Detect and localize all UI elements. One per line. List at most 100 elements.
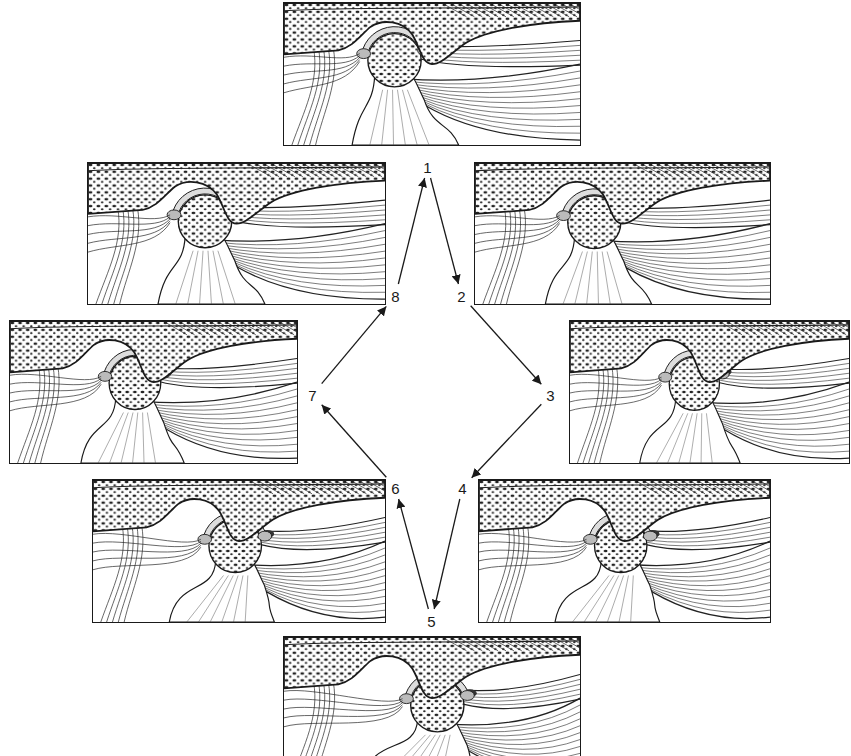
muscle-fibre bbox=[145, 382, 297, 403]
retrodiscal-line bbox=[284, 707, 402, 727]
muscle-fibre bbox=[461, 741, 580, 754]
muscle-fibre bbox=[150, 403, 297, 415]
skull-hatch bbox=[801, 321, 824, 335]
muscle-fibre bbox=[158, 378, 297, 383]
muscle-fibre bbox=[620, 221, 770, 228]
muscle-fibre bbox=[630, 541, 770, 565]
ramus-texture bbox=[382, 735, 426, 756]
skull-hatch bbox=[808, 321, 831, 335]
mandible-ramus bbox=[169, 561, 274, 622]
capsule-line bbox=[304, 682, 325, 756]
cycle-arrow bbox=[322, 306, 387, 383]
muscle-superior-head bbox=[251, 517, 385, 549]
skull-hatch bbox=[246, 163, 271, 177]
muscle-fibre bbox=[616, 255, 770, 268]
skull-hatch bbox=[642, 480, 666, 494]
panel-ground bbox=[10, 321, 297, 463]
muscle-fibre bbox=[223, 250, 385, 258]
skull-hatch bbox=[513, 637, 538, 651]
skull-hatch bbox=[278, 163, 303, 177]
skull-hatch bbox=[650, 480, 674, 494]
retrodiscal-line bbox=[10, 380, 101, 393]
skull-hatch bbox=[326, 163, 351, 177]
muscle-superior-head bbox=[636, 517, 770, 549]
muscle-fibre bbox=[644, 582, 770, 596]
retrodiscal-line bbox=[284, 691, 402, 702]
ramus-texture bbox=[602, 252, 610, 304]
retrodiscal-line bbox=[93, 547, 201, 570]
ramus-texture bbox=[407, 90, 429, 145]
capsule-line bbox=[124, 525, 143, 622]
muscle-fibre bbox=[418, 96, 580, 114]
skull-hatch bbox=[521, 637, 546, 651]
muscle-fibre bbox=[221, 244, 385, 253]
skull-hatch bbox=[681, 480, 705, 494]
skull-hatch bbox=[665, 480, 689, 494]
skull-hatch bbox=[648, 163, 673, 177]
skull-hatch bbox=[373, 163, 385, 177]
skull-hatch bbox=[687, 163, 712, 177]
retrodiscal-line bbox=[570, 379, 662, 385]
cycle-arrow bbox=[472, 404, 542, 478]
skull-hatch bbox=[505, 3, 530, 17]
muscle-fibre bbox=[618, 218, 770, 223]
skull-hatch bbox=[763, 321, 786, 335]
muscle-fibre bbox=[640, 527, 770, 538]
skull-hatch bbox=[735, 480, 759, 494]
skull-hatch bbox=[552, 3, 577, 17]
skull-hatch bbox=[696, 480, 720, 494]
muscle-fibre bbox=[231, 259, 385, 279]
cortical-line bbox=[10, 325, 297, 329]
disc-band bbox=[557, 211, 571, 221]
retrodiscal-line bbox=[479, 541, 586, 546]
disc-band bbox=[584, 534, 598, 544]
ramus-texture bbox=[393, 735, 430, 756]
cortical-line bbox=[88, 167, 385, 171]
skull-hatch bbox=[497, 637, 522, 651]
skull-hatch bbox=[334, 163, 359, 177]
skull-hatch bbox=[749, 321, 772, 335]
step-number: 8 bbox=[389, 287, 401, 304]
skull-hatch bbox=[240, 321, 264, 335]
retrodiscal-line bbox=[10, 374, 101, 379]
muscle-fibre bbox=[606, 231, 770, 246]
skull-hatch bbox=[634, 480, 658, 494]
retrodiscal-line bbox=[475, 222, 560, 244]
muscle-fibre bbox=[146, 389, 297, 406]
skull-hatch bbox=[270, 321, 294, 335]
muscle-fibre bbox=[259, 582, 385, 596]
muscle-fibre bbox=[408, 78, 580, 88]
skull-hatch bbox=[727, 480, 751, 494]
skull-hatch bbox=[270, 163, 295, 177]
muscle-fibre bbox=[704, 382, 849, 403]
muscle-fibre bbox=[465, 746, 580, 756]
retrodiscal-line bbox=[284, 699, 402, 706]
skull-hatch bbox=[473, 637, 498, 651]
skull-hatch bbox=[171, 321, 195, 335]
ramus-texture bbox=[572, 575, 609, 622]
mandible-ramus bbox=[352, 75, 459, 145]
muscle-fibre bbox=[414, 91, 580, 103]
skull-hatch bbox=[194, 321, 218, 335]
skull-hatch bbox=[249, 480, 273, 494]
muscle-fibre bbox=[231, 220, 385, 227]
skull-hatch bbox=[473, 3, 498, 17]
skull-hatch bbox=[341, 163, 366, 177]
cortical-line bbox=[570, 325, 849, 329]
panel-ground bbox=[479, 480, 770, 622]
skull-hatch bbox=[310, 163, 335, 177]
ramus-texture bbox=[429, 735, 445, 756]
ramus-texture bbox=[587, 252, 593, 304]
ramus-texture bbox=[656, 413, 683, 463]
skull-hatch bbox=[719, 163, 744, 177]
skull-hatch bbox=[756, 321, 779, 335]
skull-hatch bbox=[224, 321, 248, 335]
muscle-fibre bbox=[717, 378, 849, 384]
skull-hatch bbox=[327, 480, 351, 494]
ramus-texture bbox=[392, 90, 394, 145]
muscle-fibre bbox=[245, 541, 385, 565]
muscle-fibre bbox=[229, 217, 385, 223]
muscle-fibre bbox=[410, 85, 580, 93]
skull-hatch bbox=[673, 480, 697, 494]
